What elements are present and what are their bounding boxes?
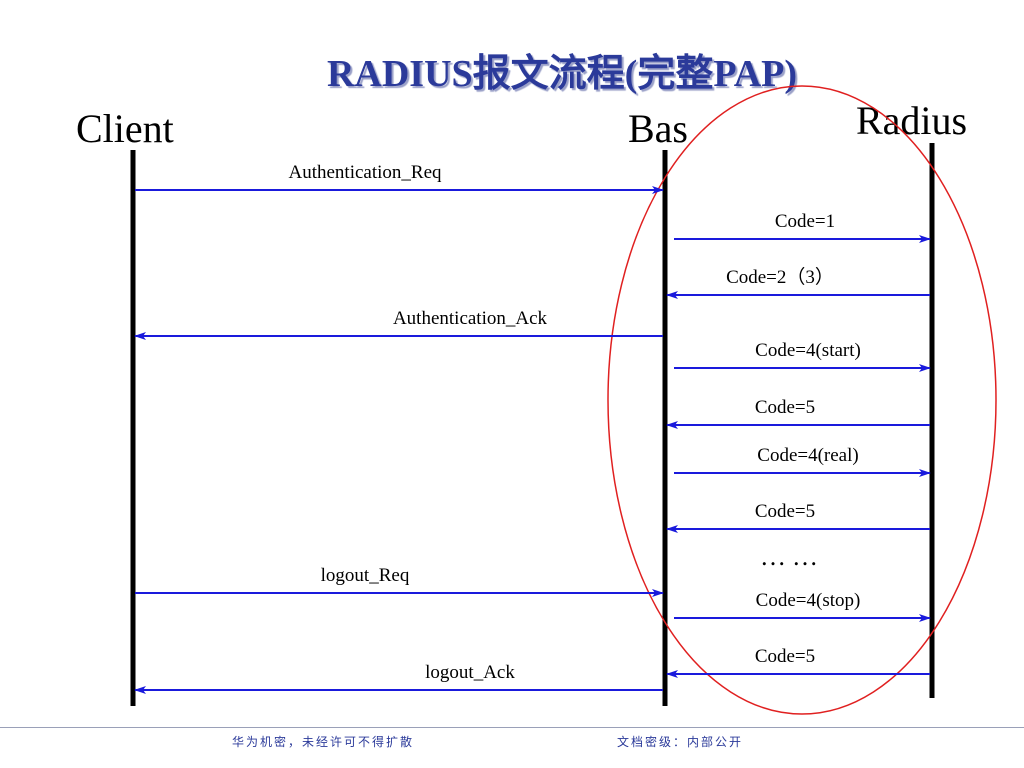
actor-bas-label: Bas xyxy=(628,106,688,151)
ellipsis-dots: …… xyxy=(760,542,824,571)
message-label-4: Authentication_Ack xyxy=(393,308,548,329)
message-label-1: Authentication_Req xyxy=(288,162,442,183)
message-label-11: Code=5 xyxy=(755,646,815,667)
actor-radius-label: Radius xyxy=(856,98,968,143)
footer-divider xyxy=(0,727,1024,728)
footer-confidential-text: 华为机密，未经许可不得扩散 xyxy=(232,735,415,749)
actor-client-label: Client xyxy=(76,106,174,151)
message-label-12: logout_Ack xyxy=(425,662,515,683)
message-label-6: Code=5 xyxy=(755,397,815,418)
footer-classification-text: 文档密级：内部公开 xyxy=(617,735,744,749)
message-label-2: Code=1 xyxy=(775,211,835,232)
message-label-10: Code=4(stop) xyxy=(756,590,861,611)
message-label-5: Code=4(start) xyxy=(755,340,861,361)
message-label-9: logout_Req xyxy=(321,565,410,586)
message-label-3: Code=2（3） xyxy=(726,266,834,288)
highlight-ellipse xyxy=(607,85,997,715)
page-title: RADIUS报文流程(完整PAP) xyxy=(326,53,798,95)
message-label-7: Code=4(real) xyxy=(757,445,858,466)
message-label-8: Code=5 xyxy=(755,501,815,522)
